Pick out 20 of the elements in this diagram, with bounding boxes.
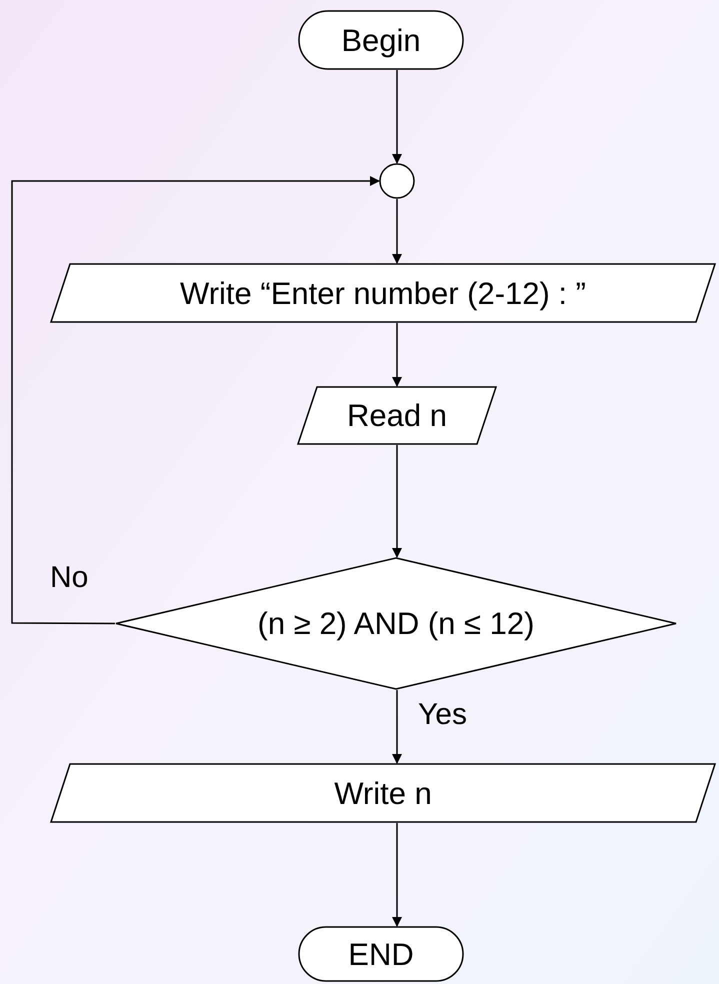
arrow [11, 176, 380, 624]
arrow [392, 199, 402, 264]
connector-circle [379, 163, 415, 199]
node-text: END [348, 938, 414, 970]
output-parallelogram [50, 263, 716, 323]
arrow [392, 70, 402, 164]
arrow [392, 823, 402, 927]
input-parallelogram [297, 386, 497, 445]
node-text: Write n [334, 778, 432, 808]
output-parallelogram [50, 763, 716, 823]
arrow [392, 690, 402, 764]
arrow [392, 445, 402, 558]
edge-label: Yes [418, 700, 467, 730]
decision-diamond [115, 557, 677, 690]
edge-label: No [50, 563, 88, 593]
node-text: (n ≥ 2) AND (n ≤ 12) [258, 608, 534, 639]
node-text: Read n [347, 400, 447, 431]
arrow [392, 323, 402, 387]
node-text: Begin [341, 24, 421, 56]
node-text: Write “Enter number (2-12) : ” [180, 278, 586, 308]
